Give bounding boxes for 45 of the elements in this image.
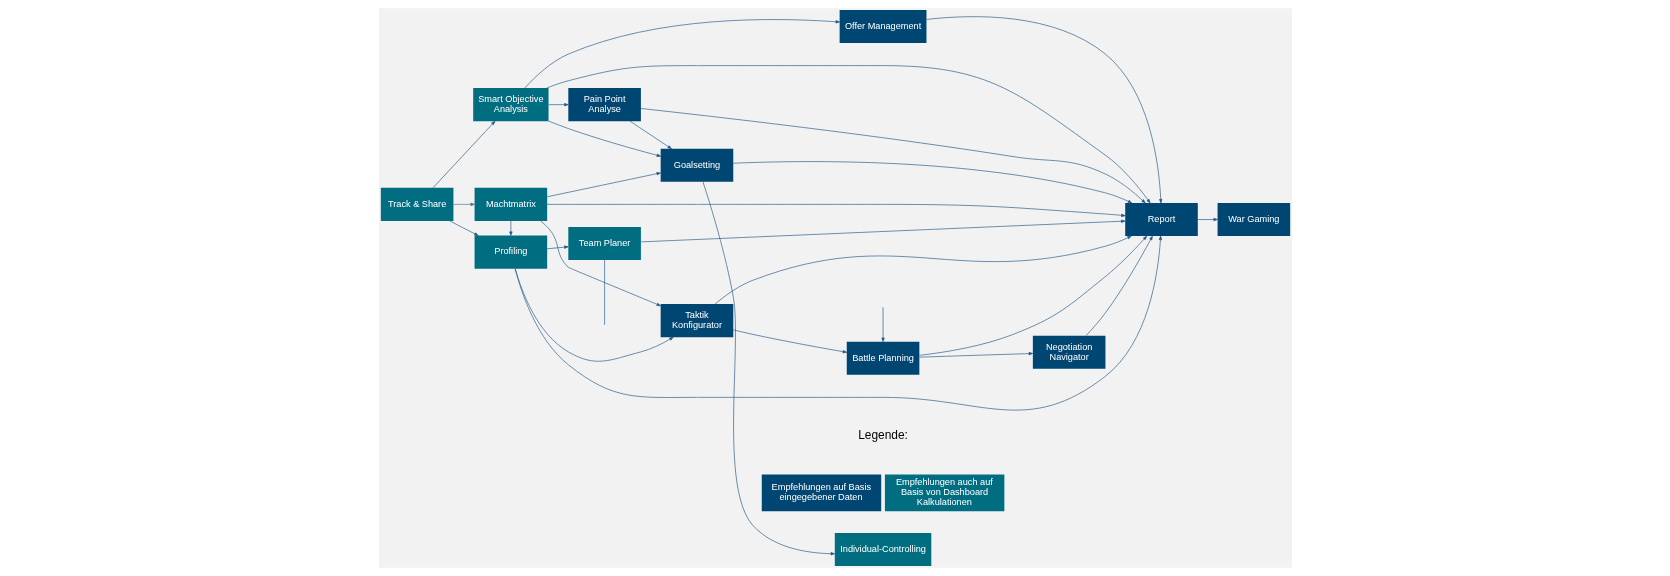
arrow	[640, 108, 1146, 204]
arrow	[702, 181, 835, 556]
arrow	[523, 19, 840, 89]
arrow	[640, 219, 1125, 243]
arrow	[432, 120, 495, 188]
node-box: Individual-Controlling	[834, 532, 931, 566]
arrow	[918, 352, 1033, 358]
arrow	[925, 16, 1162, 204]
node-box: Team Planer	[567, 226, 641, 260]
node-box: Offer Management	[839, 10, 926, 44]
arrow	[918, 235, 1147, 356]
node-box: Taktik Konfigurator	[660, 304, 733, 338]
node-box: Negotiation Navigator	[1032, 335, 1105, 369]
arrow	[714, 235, 1132, 305]
arrow	[539, 220, 661, 307]
node-box: Pain Point Analyse	[567, 88, 641, 122]
arrow	[546, 245, 569, 250]
arrow	[880, 307, 885, 342]
arrow	[546, 172, 661, 198]
arrow	[1197, 217, 1218, 222]
node-box: Track & Share	[380, 187, 453, 221]
arrow	[508, 220, 512, 236]
arrow	[514, 235, 1162, 411]
node-box: Battle Planning	[846, 341, 919, 375]
arrow	[629, 120, 672, 150]
arrow	[514, 268, 674, 362]
legend-label: Empfehlungen auch auf Basis von Dashboard Kalkulationen	[895, 477, 993, 508]
arrow	[732, 329, 847, 354]
node-box: Machtmatrix	[474, 187, 547, 221]
arrow	[449, 220, 479, 236]
arrow	[546, 204, 1125, 217]
arrow	[452, 202, 475, 206]
arrow	[547, 103, 569, 107]
node-box: Profiling	[474, 235, 547, 269]
legend-label: Empfehlungen auf Basis eingegebener Daten	[771, 482, 871, 503]
node-box: War Gaming	[1217, 203, 1290, 237]
node-box: Smart Objective Analysis	[472, 88, 549, 122]
label: Legende:	[857, 428, 908, 443]
arrow	[1085, 235, 1153, 336]
arrow	[545, 65, 1150, 204]
node-box: Report	[1124, 203, 1198, 237]
arrow	[547, 120, 661, 157]
node-box: Goalsetting	[660, 148, 733, 182]
arrow	[732, 161, 1132, 204]
connector	[603, 259, 605, 326]
